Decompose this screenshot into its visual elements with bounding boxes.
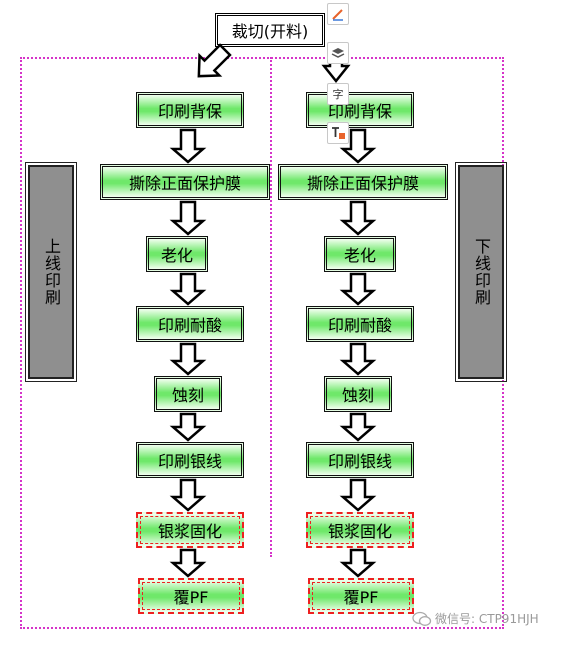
left-label-text: 上线印刷 xyxy=(42,238,61,306)
left-arrow-6 xyxy=(169,478,207,512)
left-arrow-4 xyxy=(169,342,207,376)
left-step-4-text: 印刷耐酸 xyxy=(157,316,222,335)
left-step-4: 印刷耐酸 xyxy=(136,306,244,342)
left-arrow-7 xyxy=(169,548,207,578)
online-printing-label: 上线印刷 xyxy=(25,162,77,382)
text-icon[interactable] xyxy=(327,122,349,144)
left-step-8: 覆PF xyxy=(138,578,244,614)
right-step-4-text: 印刷耐酸 xyxy=(327,316,392,335)
left-arrow-1 xyxy=(169,128,207,164)
left-step-1: 印刷背保 xyxy=(136,92,244,128)
left-step-7: 银浆固化 xyxy=(136,512,244,548)
left-step-6: 印刷银线 xyxy=(136,442,244,478)
cutting-node: 裁切(开料) xyxy=(215,13,325,47)
left-step-8-text: 覆PF xyxy=(173,588,209,607)
left-step-6-text: 印刷银线 xyxy=(157,452,222,471)
right-arrow-7 xyxy=(339,548,377,578)
left-step-3-text: 老化 xyxy=(160,246,193,265)
right-step-8: 覆PF xyxy=(308,578,414,614)
left-step-7-text: 银浆固化 xyxy=(157,522,222,541)
right-step-2: 撕除正面保护膜 xyxy=(278,164,448,200)
right-step-6-text: 印刷银线 xyxy=(327,452,392,471)
right-step-1-text: 印刷背保 xyxy=(327,102,392,121)
left-arrow-2 xyxy=(169,200,207,236)
right-step-2-text: 撕除正面保护膜 xyxy=(306,174,419,193)
left-step-1-text: 印刷背保 xyxy=(157,102,222,121)
right-step-7: 银浆固化 xyxy=(306,512,414,548)
right-step-3: 老化 xyxy=(324,236,396,272)
left-step-5-text: 蚀刻 xyxy=(171,386,204,405)
column-divider xyxy=(270,57,272,557)
left-step-3: 老化 xyxy=(146,236,208,272)
right-label-text: 下线印刷 xyxy=(472,238,491,306)
left-step-2-text: 撕除正面保护膜 xyxy=(128,174,241,193)
right-arrow-3 xyxy=(339,272,377,306)
right-step-6: 印刷银线 xyxy=(306,442,414,478)
right-arrow-2 xyxy=(339,200,377,236)
translate-icon[interactable]: 字 xyxy=(327,83,349,105)
right-step-4: 印刷耐酸 xyxy=(306,306,414,342)
right-arrow-5 xyxy=(339,412,377,442)
right-step-7-text: 银浆固化 xyxy=(327,522,392,541)
cutting-node-text: 裁切(开料) xyxy=(231,22,309,41)
wechat-icon xyxy=(412,611,432,626)
left-step-5: 蚀刻 xyxy=(154,376,222,412)
layers-icon[interactable] xyxy=(327,42,349,64)
right-step-8-text: 覆PF xyxy=(343,588,379,607)
right-step-1: 印刷背保 xyxy=(306,92,414,128)
right-arrow-4 xyxy=(339,342,377,376)
left-arrow-3 xyxy=(169,272,207,306)
offline-printing-label: 下线印刷 xyxy=(455,162,507,382)
branch-arrow-left xyxy=(197,43,232,78)
left-arrow-5 xyxy=(169,412,207,442)
pen-icon[interactable] xyxy=(327,3,349,25)
right-arrow-1 xyxy=(339,128,377,164)
left-step-2: 撕除正面保护膜 xyxy=(100,164,270,200)
right-arrow-6 xyxy=(339,478,377,512)
right-step-5: 蚀刻 xyxy=(324,376,392,412)
watermark: 微信号: CTP91HJH xyxy=(412,610,539,627)
watermark-text: 微信号: CTP91HJH xyxy=(435,612,539,626)
right-step-3-text: 老化 xyxy=(343,246,376,265)
right-step-5-text: 蚀刻 xyxy=(341,386,374,405)
